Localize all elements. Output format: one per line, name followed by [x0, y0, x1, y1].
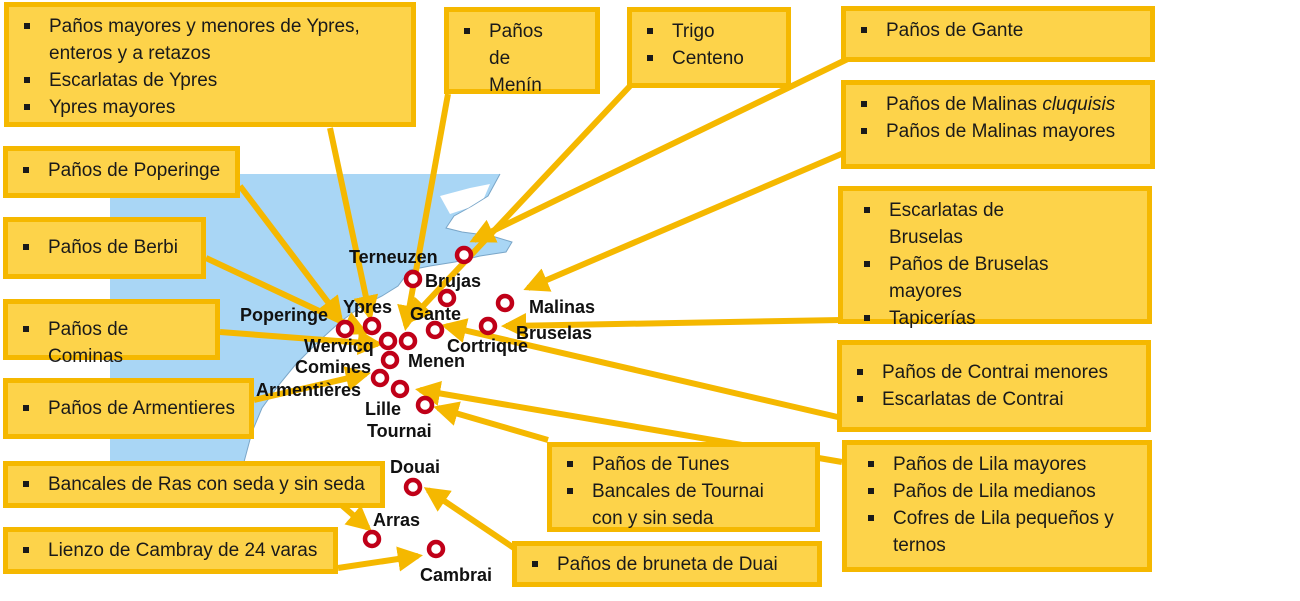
arrow-cambray [337, 546, 423, 572]
city-label-ypres: Ypres [343, 297, 393, 317]
callout-lila-item: Paños de Lila mayores [863, 451, 1123, 478]
callout-lila-item: Cofres de Lila pequeños y ternos [863, 505, 1123, 559]
callout-berbi-item: Paños de Berbi [18, 234, 191, 261]
callout-trigo-item: Centeno [642, 45, 776, 72]
marker-ypres [362, 316, 382, 336]
callout-lila: Paños de Lila mayores Paños de Lila medi… [842, 440, 1152, 572]
callout-tunes-item: Bancales de Tournai con y sin seda [562, 478, 777, 532]
callout-tunes: Paños de Tunes Bancales de Tournai con y… [547, 442, 820, 532]
arrow-cominas [219, 329, 384, 356]
marker-douai [403, 477, 423, 497]
callout-ras: Bancales de Ras con seda y sin seda [3, 461, 385, 508]
callout-contrai-item: Paños de Contrai menores [852, 359, 1136, 386]
city-label-menen: Menen [408, 351, 466, 371]
city-markers [335, 245, 515, 559]
marker-armentieres [370, 368, 390, 388]
city-label-poperinge: Poperinge [240, 305, 329, 325]
arrow-duai [423, 487, 516, 551]
marker-cambrai [426, 539, 446, 559]
callout-bruselas: Escarlatas de Bruselas Paños de Bruselas… [838, 186, 1152, 329]
city-label-arras: Arras [373, 510, 421, 530]
callout-poperinge: Paños de Poperinge [3, 146, 240, 198]
marker-terneuzen [454, 245, 474, 265]
callout-cambray-item: Lienzo de Cambray de 24 varas [18, 537, 323, 564]
callout-poperinge-item: Paños de Poperinge [18, 157, 225, 184]
arrow-berbi [204, 255, 369, 335]
callout-cambray: Lienzo de Cambray de 24 varas [3, 527, 338, 574]
arrow-ypres [327, 127, 379, 321]
city-label-terneuzen: Terneuzen [349, 247, 438, 267]
marker-arras [362, 529, 382, 549]
callout-menin: Paños de Menín [444, 7, 600, 96]
callout-armentieres-item: Paños de Armentieres [18, 395, 239, 422]
city-label-douai: Douai [390, 457, 441, 477]
callout-armentieres: Paños de Armentieres [3, 378, 254, 439]
coastline [243, 173, 513, 463]
arrow-armentieres [253, 366, 371, 403]
callout-ras-item: Bancales de Ras con seda y sin seda [18, 471, 370, 498]
callout-ypres-item: Paños mayores y menores de Ypres, entero… [19, 13, 401, 67]
callout-cominas-item: Paños de Cominas [18, 316, 205, 370]
callout-contrai-item: Escarlatas de Contrai [852, 386, 1136, 413]
marker-wervicq [378, 331, 398, 351]
callout-duai: Paños de bruneta de Duai [512, 541, 822, 587]
city-label-armentieres: Armentières [256, 380, 362, 400]
callout-malinas: Paños de Malinas cluquisis Paños de Mali… [841, 80, 1155, 169]
marker-poperinge [335, 319, 355, 339]
city-label-bruselas: Bruselas [516, 323, 593, 343]
arrow-trigo [406, 83, 633, 324]
callout-ypres: Paños mayores y menores de Ypres, entero… [4, 2, 416, 127]
callout-ypres-item: Escarlatas de Ypres [19, 67, 401, 94]
marker-bruselas [478, 316, 498, 336]
callout-bruselas-item: Tapicerías [859, 305, 1069, 332]
arrow-tunes [433, 401, 549, 443]
callout-malinas-item: Paños de Malinas cluquisis [856, 91, 1140, 118]
arrow-gante [469, 51, 860, 243]
city-label-brujas: Brujas [425, 271, 482, 291]
callout-gante-item: Paños de Gante [856, 17, 1140, 44]
callout-trigo: Trigo Centeno [627, 7, 791, 88]
arrow-poperinge [237, 184, 344, 323]
callout-lila-item: Paños de Lila medianos [863, 478, 1123, 505]
marker-cortrique [425, 320, 445, 340]
city-label-cortrique: Cortrique [447, 336, 528, 356]
marker-lille [390, 379, 410, 399]
city-label-gante: Gante [410, 304, 462, 324]
city-label-lille: Lille [365, 399, 402, 419]
callout-berbi: Paños de Berbi [3, 217, 206, 279]
marker-malinas [495, 293, 515, 313]
city-label-cambrai: Cambrai [420, 565, 493, 585]
callout-contrai: Paños de Contrai menores Escarlatas de C… [837, 340, 1151, 432]
arrow-bruselas [500, 313, 843, 339]
marker-gante [437, 288, 457, 308]
city-label-comines: Comines [295, 357, 372, 377]
callout-ypres-item: Ypres mayores [19, 94, 401, 121]
callout-gante: Paños de Gante [841, 6, 1155, 62]
callout-malinas-item-em: cluquisis [1042, 94, 1116, 115]
city-label-tournai: Tournai [367, 421, 432, 441]
callout-tunes-item: Paños de Tunes [562, 451, 777, 478]
callout-cominas: Paños de Cominas [3, 299, 220, 367]
callout-malinas-item-text: Paños de Malinas [886, 94, 1043, 115]
marker-menen [398, 331, 418, 351]
marker-brujas [403, 269, 423, 289]
arrow-malinas [523, 149, 848, 292]
callout-menin-item: Paños de Menín [459, 18, 585, 99]
callout-bruselas-item: Paños de Bruselas mayores [859, 251, 1069, 305]
arrow-contrai [441, 318, 843, 421]
city-label-malinas: Malinas [529, 297, 596, 317]
marker-tournai [415, 395, 435, 415]
city-label-wervicq: Wervicq [304, 336, 374, 356]
callout-bruselas-item: Escarlatas de Bruselas [859, 197, 1069, 251]
callout-duai-item: Paños de bruneta de Duai [527, 551, 807, 578]
inland-water [440, 184, 490, 214]
callout-malinas-item: Paños de Malinas mayores [856, 118, 1140, 145]
marker-comines [380, 350, 400, 370]
callout-trigo-item: Trigo [642, 18, 776, 45]
